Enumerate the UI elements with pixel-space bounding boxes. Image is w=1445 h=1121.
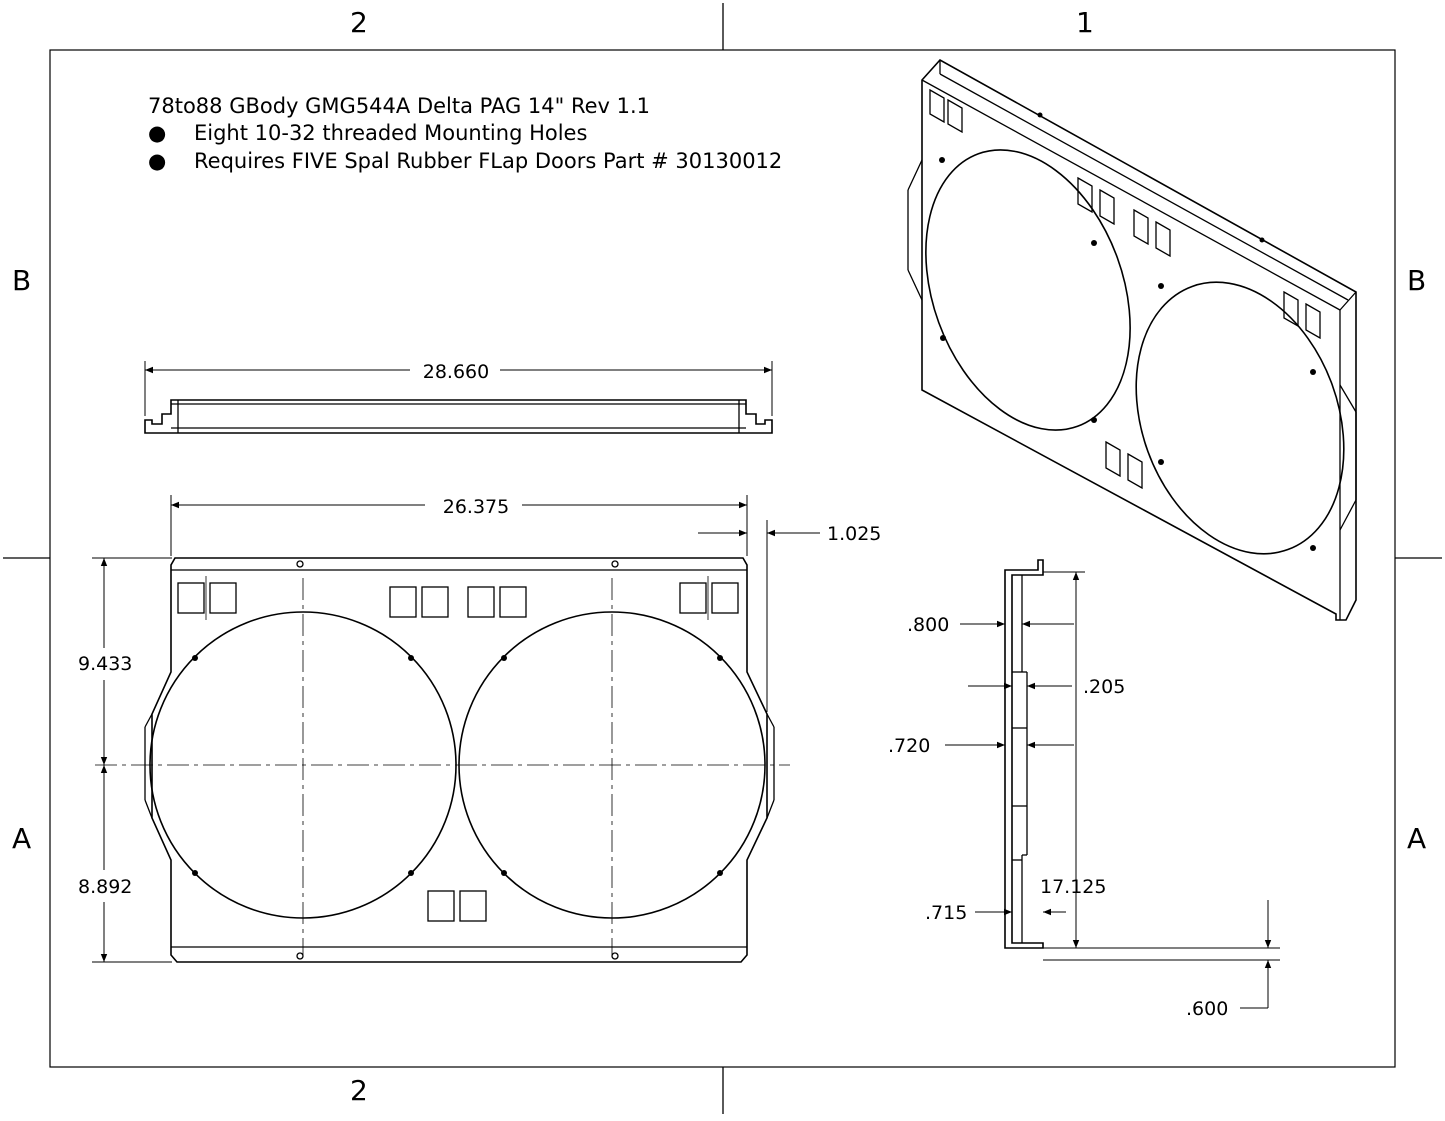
border-frame	[3, 3, 1442, 1114]
dim-side-205: .205	[1083, 676, 1125, 698]
isometric-view	[907, 58, 1357, 621]
zone-row-bottom-left: A	[12, 822, 32, 855]
dim-flange: 1.025	[827, 523, 881, 545]
zone-col-left-bottom: 2	[350, 1074, 368, 1107]
iso-fan-opening-left	[925, 149, 1131, 431]
zone-col-right-top: 1	[1076, 6, 1094, 39]
dim-front-width: 26.375	[443, 496, 509, 518]
dim-side-715: .715	[925, 902, 967, 924]
dim-side-height: 17.125	[1040, 876, 1106, 898]
dim-side-800: .800	[907, 614, 949, 636]
top-bottom-holes	[296, 560, 619, 960]
note-mounting-holes: Eight 10-32 threaded Mounting Holes	[194, 121, 588, 145]
zone-row-bottom-right: A	[1407, 822, 1427, 855]
dim-upper-height: 9.433	[78, 653, 132, 675]
dim-side-600: .600	[1186, 998, 1228, 1020]
dim-side-720: .720	[888, 735, 930, 757]
center-lines	[95, 578, 790, 955]
zone-row-top-right: B	[1407, 264, 1427, 297]
mounting-holes	[192, 655, 723, 876]
note-bullet: ●	[148, 121, 167, 145]
zone-col-left-top: 2	[350, 6, 368, 39]
iso-flap-windows	[929, 88, 1321, 490]
iso-fan-opening-right	[1135, 281, 1345, 555]
front-view	[92, 495, 820, 963]
dimension-labels: 28.660 26.375 1.025 9.433 8.892 .800 .20…	[78, 361, 1228, 1020]
dim-lower-height: 8.892	[78, 876, 132, 898]
side-view	[945, 559, 1280, 1009]
shroud-outline	[151, 557, 768, 963]
top-view	[144, 361, 773, 434]
note-flap-doors: Requires FIVE Spal Rubber FLap Doors Par…	[194, 149, 783, 173]
flap-door-windows	[177, 576, 739, 922]
dim-top-width: 28.660	[423, 361, 489, 383]
drawing-title: 78to88 GBody GMG544A Delta PAG 14" Rev 1…	[148, 94, 651, 118]
zone-row-top-left: B	[12, 264, 32, 297]
note-bullet: ●	[148, 149, 167, 173]
